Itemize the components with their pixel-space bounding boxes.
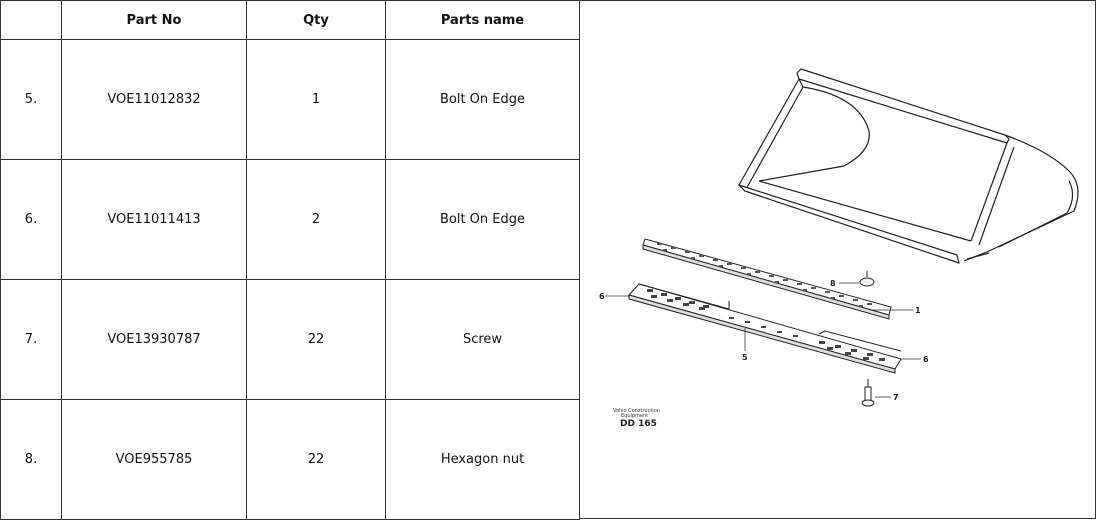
header-qty: Qty [246,0,386,40]
row-part-no: VOE13930787 [61,279,247,400]
header-part-no: Part No [61,0,247,40]
bolt-on-edge-6-right [818,330,902,352]
table-row: 8. VOE955785 22 Hexagon nut [0,399,580,520]
row-index: 7. [0,279,62,400]
caption-brand-line1: Volvo Construction [613,408,660,414]
callout-7: 7 [893,393,899,402]
parts-table: Part No Qty Parts name 5. VOE11012832 1 … [0,0,580,520]
bolt-on-edge-6-left [638,283,730,310]
row-qty: 22 [246,399,386,520]
bolt-holes-edge-5 [647,289,885,361]
row-index: 8. [0,399,62,520]
row-parts-name: Bolt On Edge [385,39,580,160]
row-parts-name: Bolt On Edge [385,159,580,280]
callout-8: 8 [830,279,836,288]
bucket-illustration [738,68,1079,264]
row-part-no: VOE11012832 [61,39,247,160]
header-parts-name: Parts name [385,0,580,40]
parts-diagram-panel: 1 5 6 6 7 8 Volvo Construction Equipment… [579,0,1096,519]
row-qty: 2 [246,159,386,280]
row-part-no: VOE955785 [61,399,247,520]
table-row: 5. VOE11012832 1 Bolt On Edge [0,39,580,160]
caption-brand-line2: Equipment [621,413,648,419]
table-row: 6. VOE11011413 2 Bolt On Edge [0,159,580,280]
bucket-edge-diagram: 1 5 6 6 7 8 Volvo Construction Equipment… [599,68,1079,429]
bolt-on-edge-5 [628,283,902,374]
table-header-row: Part No Qty Parts name [0,0,580,40]
bolt-on-edge-1 [642,238,892,320]
row-qty: 22 [246,279,386,400]
row-parts-name: Screw [385,279,580,400]
row-index: 6. [0,159,62,280]
row-index: 5. [0,39,62,160]
bolt-holes-edge-1 [657,243,872,307]
hexagon-nut-8 [859,271,875,287]
row-qty: 1 [246,39,386,160]
callout-6-left: 6 [599,292,605,301]
screw-7 [861,379,875,407]
callout-5: 5 [742,353,748,362]
caption-drawing-code: DD 165 [620,419,657,429]
callout-6-right: 6 [923,355,929,364]
callout-leaders [605,282,921,398]
table-row: 7. VOE13930787 22 Screw [0,279,580,400]
row-part-no: VOE11011413 [61,159,247,280]
callout-1: 1 [915,306,921,315]
header-index [0,0,62,40]
row-parts-name: Hexagon nut [385,399,580,520]
